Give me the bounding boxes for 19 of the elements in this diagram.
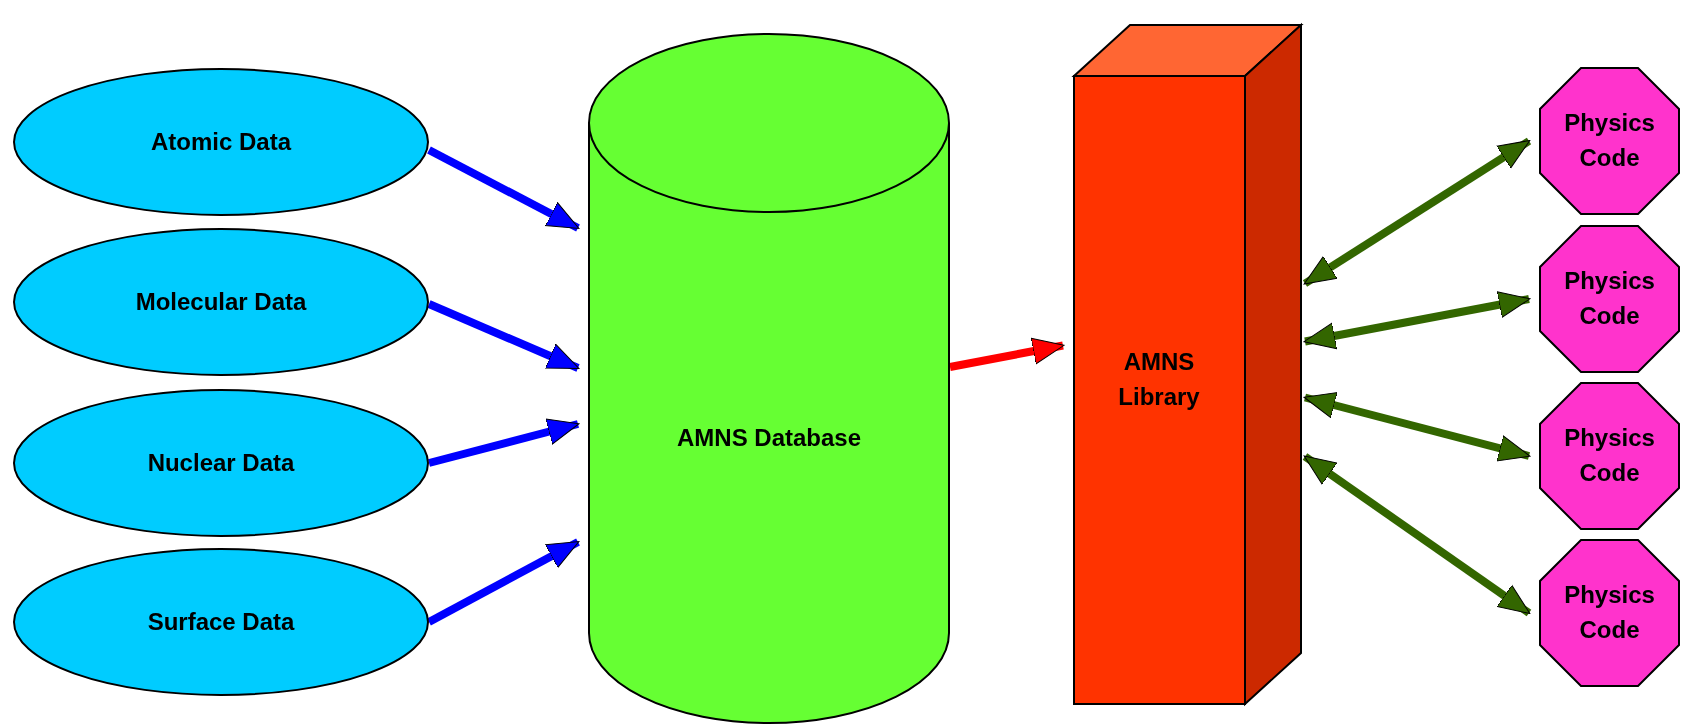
arrow: [1303, 392, 1531, 462]
node-label: Surface Data: [147, 606, 295, 637]
arrow: [427, 146, 580, 232]
arrow: [949, 337, 1065, 371]
node-label: Physics Code: [1563, 108, 1656, 173]
arrow: [1303, 291, 1531, 350]
node-label: AMNS Library: [1117, 347, 1201, 412]
arrow: [1302, 453, 1532, 617]
node-label: Physics Code: [1563, 580, 1656, 645]
node-label: AMNS Database: [676, 422, 862, 453]
node-label: Physics Code: [1563, 423, 1656, 488]
node-label: Nuclear Data: [147, 447, 295, 478]
node-label: Atomic Data: [151, 126, 291, 157]
arrow: [1302, 137, 1532, 287]
node-label: Molecular Data: [135, 286, 307, 317]
arrow: [427, 300, 580, 372]
arrow: [428, 418, 580, 467]
node-label: Physics Code: [1563, 266, 1656, 331]
arrow: [427, 538, 580, 626]
